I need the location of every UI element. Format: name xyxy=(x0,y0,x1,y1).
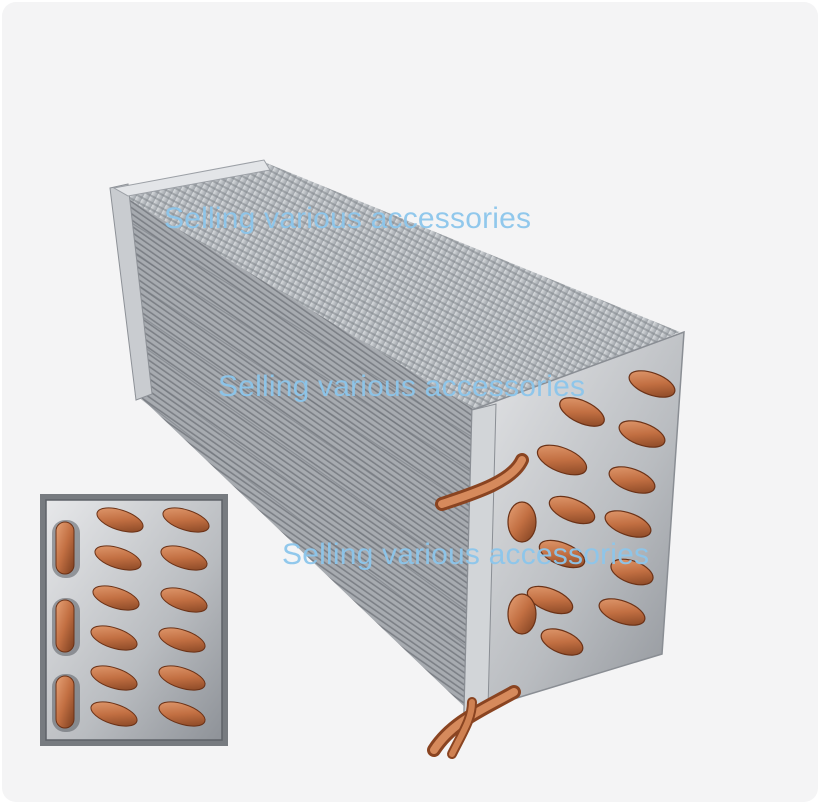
copper-bends xyxy=(507,370,676,656)
watermark-text: Selling various accessories xyxy=(164,202,532,235)
inset-end-plate xyxy=(40,494,228,746)
copper-tubes xyxy=(427,453,529,759)
watermark-text: Selling various accessories xyxy=(218,370,586,403)
watermark-text: Selling various accessories xyxy=(282,538,650,571)
